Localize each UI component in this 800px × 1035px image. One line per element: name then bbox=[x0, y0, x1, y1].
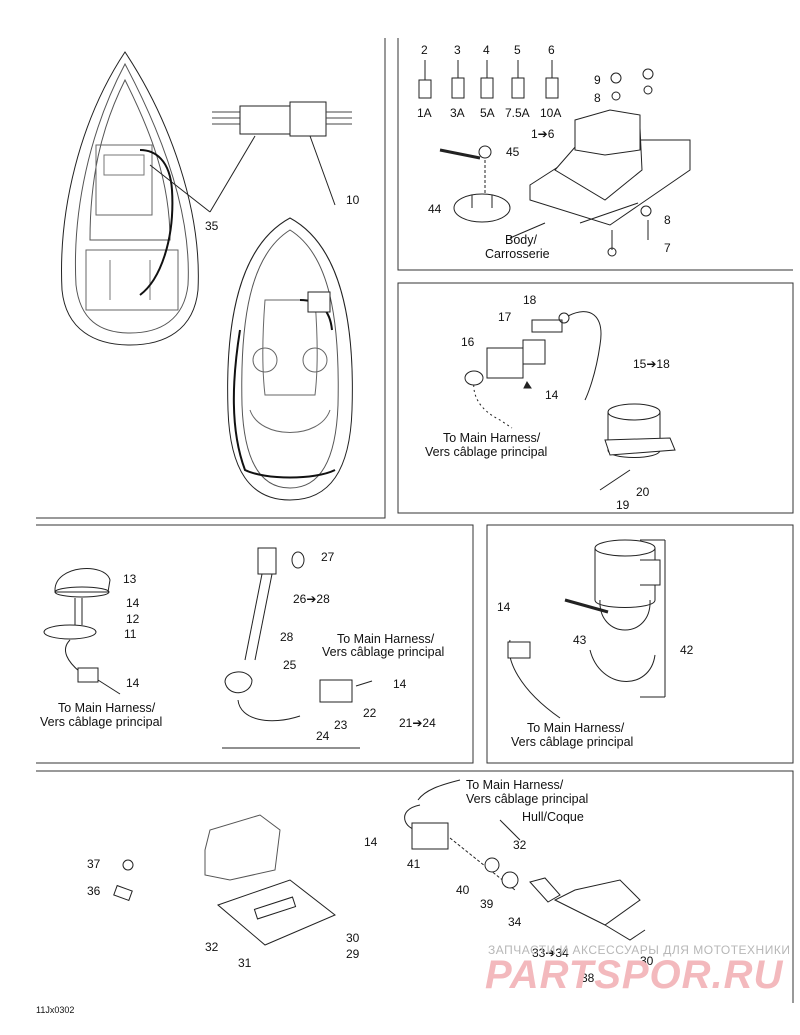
caption-harness-fr-2: Vers câblage principal bbox=[40, 715, 163, 729]
callout-24: 24 bbox=[316, 729, 330, 743]
watermark-tagline: ЗАПЧАСТИ И АКСЕССУАРЫ ДЛЯ МОТОТЕХНИКИ bbox=[488, 943, 791, 957]
callout-22: 22 bbox=[363, 706, 377, 720]
caption-hull-coque: Hull/Coque bbox=[522, 810, 584, 824]
callout-35: 35 bbox=[205, 219, 219, 233]
callout-9: 9 bbox=[594, 73, 601, 87]
callout-1-6: 1➔6 bbox=[531, 127, 555, 141]
callout-36: 36 bbox=[87, 884, 101, 898]
callout-16: 16 bbox=[461, 335, 475, 349]
callout-21-24: 21➔24 bbox=[399, 716, 436, 730]
stern-light-25-28 bbox=[222, 547, 373, 749]
callout-31: 31 bbox=[238, 956, 252, 970]
fuse-row bbox=[418, 60, 559, 99]
callout-20: 20 bbox=[636, 485, 650, 499]
callout-23: 23 bbox=[334, 718, 348, 732]
callout-32-bottom: 32 bbox=[205, 940, 219, 954]
callout-43: 43 bbox=[573, 633, 587, 647]
callout-11: 11 bbox=[124, 627, 137, 641]
connector-16-18-and-pump bbox=[464, 311, 676, 491]
figure-code: 11Jx0302 bbox=[36, 1005, 75, 1015]
callout-14-b: 14 bbox=[126, 596, 140, 610]
callout-40: 40 bbox=[456, 883, 470, 897]
callout-45: 45 bbox=[506, 145, 520, 159]
fuse-item-2: 2 bbox=[421, 43, 428, 57]
callout-27: 27 bbox=[321, 550, 335, 564]
fuse-rating-7-5a: 7.5A bbox=[505, 106, 530, 120]
callout-14-f: 14 bbox=[364, 835, 378, 849]
callout-28: 28 bbox=[280, 630, 294, 644]
callout-30-left: 30 bbox=[346, 931, 360, 945]
callout-42: 42 bbox=[680, 643, 694, 657]
callout-12: 12 bbox=[126, 612, 140, 626]
callout-14-c: 14 bbox=[126, 676, 140, 690]
callout-26-28: 26➔28 bbox=[293, 592, 330, 606]
caption-harness-en-3: To Main Harness/ bbox=[337, 632, 435, 646]
callout-39: 39 bbox=[480, 897, 494, 911]
hull-deck-view bbox=[227, 217, 353, 501]
caption-carrosserie: Carrosserie bbox=[485, 247, 550, 261]
callout-10: 10 bbox=[346, 193, 360, 207]
caption-harness-fr-4: Vers câblage principal bbox=[511, 735, 634, 749]
callout-8-bottom: 8 bbox=[664, 213, 671, 227]
fuse-item-3: 3 bbox=[454, 43, 461, 57]
callout-15-18: 15➔18 bbox=[633, 357, 670, 371]
callout-8-top: 8 bbox=[594, 91, 601, 105]
fuse-item-6: 6 bbox=[548, 43, 555, 57]
mount-44-45 bbox=[439, 145, 639, 239]
fuse-box bbox=[529, 68, 691, 257]
callout-32-top: 32 bbox=[513, 838, 527, 852]
fuse-rating-5a: 5A bbox=[480, 106, 495, 120]
bilge-pump-42 bbox=[507, 539, 666, 719]
callout-25: 25 bbox=[283, 658, 297, 672]
callout-44: 44 bbox=[428, 202, 442, 216]
callout-29: 29 bbox=[346, 947, 360, 961]
callout-34: 34 bbox=[508, 915, 522, 929]
callout-30-right: 30 bbox=[640, 954, 654, 968]
light-assembly-11-13 bbox=[43, 568, 121, 695]
callout-7: 7 bbox=[664, 241, 671, 255]
bracket-29-37 bbox=[113, 814, 336, 946]
connector-harness-35 bbox=[149, 101, 352, 213]
drain-connector-33-41 bbox=[404, 779, 646, 941]
caption-harness-en-1: To Main Harness/ bbox=[443, 431, 541, 445]
callout-17: 17 bbox=[498, 310, 512, 324]
callout-41: 41 bbox=[407, 857, 421, 871]
fuse-rating-10a: 10A bbox=[540, 106, 562, 120]
hull-top-view bbox=[61, 51, 199, 346]
fuse-item-5: 5 bbox=[514, 43, 521, 57]
callout-37: 37 bbox=[87, 857, 101, 871]
callout-19: 19 bbox=[616, 498, 630, 512]
callout-14-a: 14 bbox=[545, 388, 559, 402]
callout-18: 18 bbox=[523, 293, 537, 307]
caption-body: Body/ bbox=[505, 233, 537, 247]
callout-13: 13 bbox=[123, 572, 137, 586]
panel-frames bbox=[36, 38, 794, 1003]
fuse-rating-1a: 1A bbox=[417, 106, 432, 120]
fuse-rating-3a: 3A bbox=[450, 106, 465, 120]
caption-harness-fr-3: Vers câblage principal bbox=[322, 645, 445, 659]
fuse-item-4: 4 bbox=[483, 43, 490, 57]
callout-33-34: 33➔34 bbox=[532, 946, 569, 960]
watermark-logo: PARTSPOR.RU bbox=[485, 953, 784, 997]
caption-harness-fr-1: Vers câblage principal bbox=[425, 445, 548, 459]
caption-harness-en-5: To Main Harness/ bbox=[466, 778, 564, 792]
callout-14-d: 14 bbox=[393, 677, 407, 691]
caption-harness-en-2: To Main Harness/ bbox=[58, 701, 156, 715]
callout-38: 38 bbox=[581, 971, 595, 985]
callout-14-e: 14 bbox=[497, 600, 511, 614]
caption-harness-en-4: To Main Harness/ bbox=[527, 721, 625, 735]
caption-harness-fr-5: Vers câblage principal bbox=[466, 792, 589, 806]
